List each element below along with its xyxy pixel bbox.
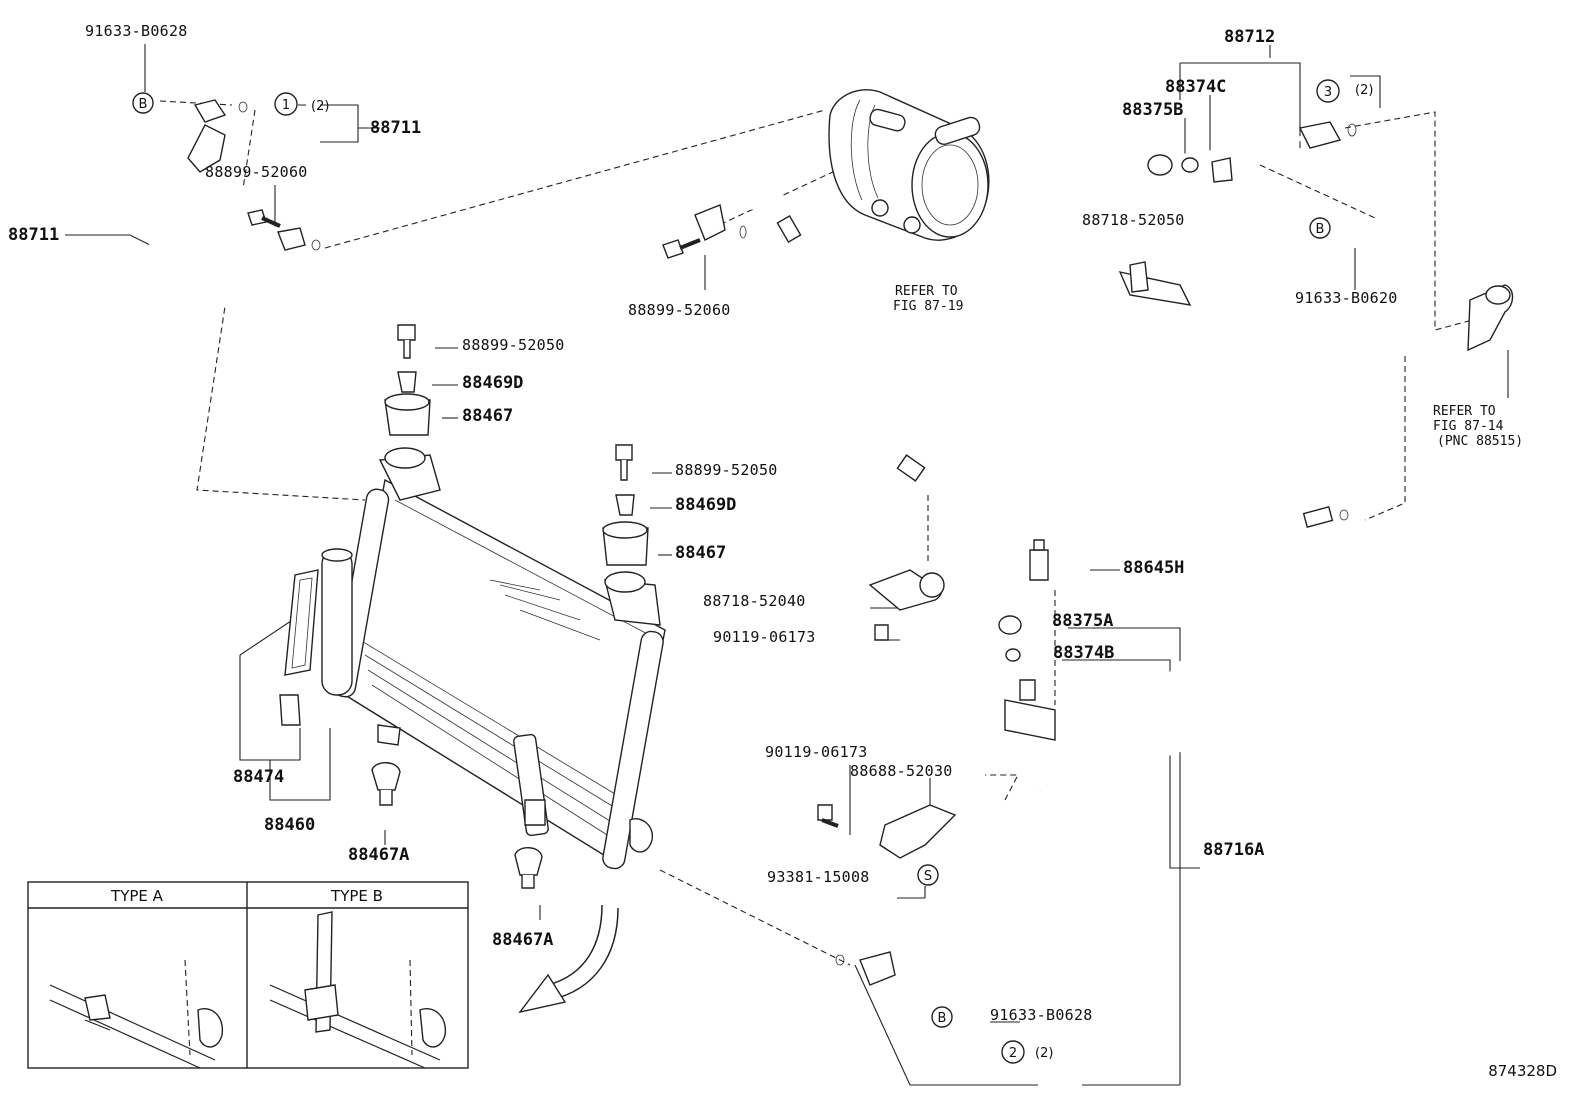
compressor [828, 89, 990, 241]
refer-fig-87-14-line3: (PNC 88515) [1437, 434, 1523, 449]
part-88374c: 88374C [1165, 77, 1226, 97]
part-88467a-right: 88467A [492, 930, 553, 950]
callout-3-label: 3 [1324, 85, 1332, 100]
b-callout-right-label: B [1316, 222, 1325, 237]
part-88718-52050: 88718-52050 [1082, 211, 1185, 229]
b-callout-top-left-label: B [139, 97, 148, 112]
b-callout-bottom [931, 1006, 953, 1028]
part-88899-52050-lower: 88899-52050 [675, 461, 778, 479]
part-88711-left: 88711 [8, 225, 59, 245]
part-88460: 88460 [264, 815, 315, 835]
part-88711-right: 88711 [370, 118, 421, 138]
part-88467-upper: 88467 [462, 406, 513, 426]
refer-fig-87-19-line1: REFER TO [895, 284, 958, 299]
part-88375a: 88375A [1052, 611, 1113, 631]
part-93381-15008: 93381-15008 [767, 868, 870, 886]
part-88718-52040: 88718-52040 [703, 592, 806, 610]
part-labels: 91633-B0628 88711 88711 88899-52060 8889… [8, 22, 1523, 1024]
b-callout-right [1309, 217, 1331, 239]
callout-1 [274, 92, 298, 116]
small-parts [238, 101, 1514, 966]
pipes [141, 99, 1334, 987]
part-88374b: 88374B [1053, 643, 1114, 663]
part-90119-06173-lower: 90119-06173 [765, 743, 868, 761]
part-88716a: 88716A [1203, 840, 1264, 860]
s-callout-label: S [924, 869, 932, 884]
diagram-id: 874328D [1488, 1062, 1557, 1080]
part-88899-52060-mid: 88899-52060 [628, 301, 731, 319]
type-inset: TYPE A TYPE B [27, 881, 469, 1069]
circled-callouts: B 1 (2) 3 (2) B S B 2 (2) [132, 79, 1373, 1064]
part-88712: 88712 [1224, 27, 1275, 47]
refer-fig-87-14-line1: REFER TO [1433, 404, 1496, 419]
part-91633-b0620: 91633-B0620 [1295, 289, 1398, 307]
part-88645h: 88645H [1123, 558, 1184, 578]
callout-2-qty: (2) [1035, 1046, 1053, 1061]
callout-3-qty: (2) [1355, 83, 1373, 98]
callout-3 [1316, 79, 1340, 103]
part-88467-lower: 88467 [675, 543, 726, 563]
type-a-label: TYPE A [110, 887, 164, 905]
part-88474: 88474 [233, 767, 284, 787]
part-88899-52050-upper: 88899-52050 [462, 336, 565, 354]
part-88469d-upper: 88469D [462, 373, 523, 393]
part-90119-06173-upper: 90119-06173 [713, 628, 816, 646]
type-b-label: TYPE B [330, 887, 383, 905]
part-91633-b0628-bottom: 91633-B0628 [990, 1006, 1093, 1024]
callout-2-label: 2 [1009, 1046, 1017, 1061]
callout-1-label: 1 [282, 98, 290, 113]
callout-2 [1001, 1040, 1025, 1064]
part-88469d-lower: 88469D [675, 495, 736, 515]
refer-fig-87-14-line2: FIG 87-14 [1433, 419, 1504, 434]
s-callout [917, 864, 939, 886]
b-callout-bottom-label: B [938, 1011, 947, 1026]
part-88375b: 88375B [1122, 100, 1183, 120]
condenser [284, 447, 666, 870]
callout-1-qty: (2) [311, 99, 329, 114]
part-88688-52030: 88688-52030 [850, 762, 953, 780]
part-88899-52060-left: 88899-52060 [205, 163, 308, 181]
b-callout-top-left [132, 92, 154, 114]
direction-arrow [518, 904, 619, 1014]
refer-fig-87-19-line2: FIG 87-19 [893, 299, 963, 314]
part-88467a-left: 88467A [348, 845, 409, 865]
part-91633-b0628-top: 91633-B0628 [85, 22, 188, 40]
